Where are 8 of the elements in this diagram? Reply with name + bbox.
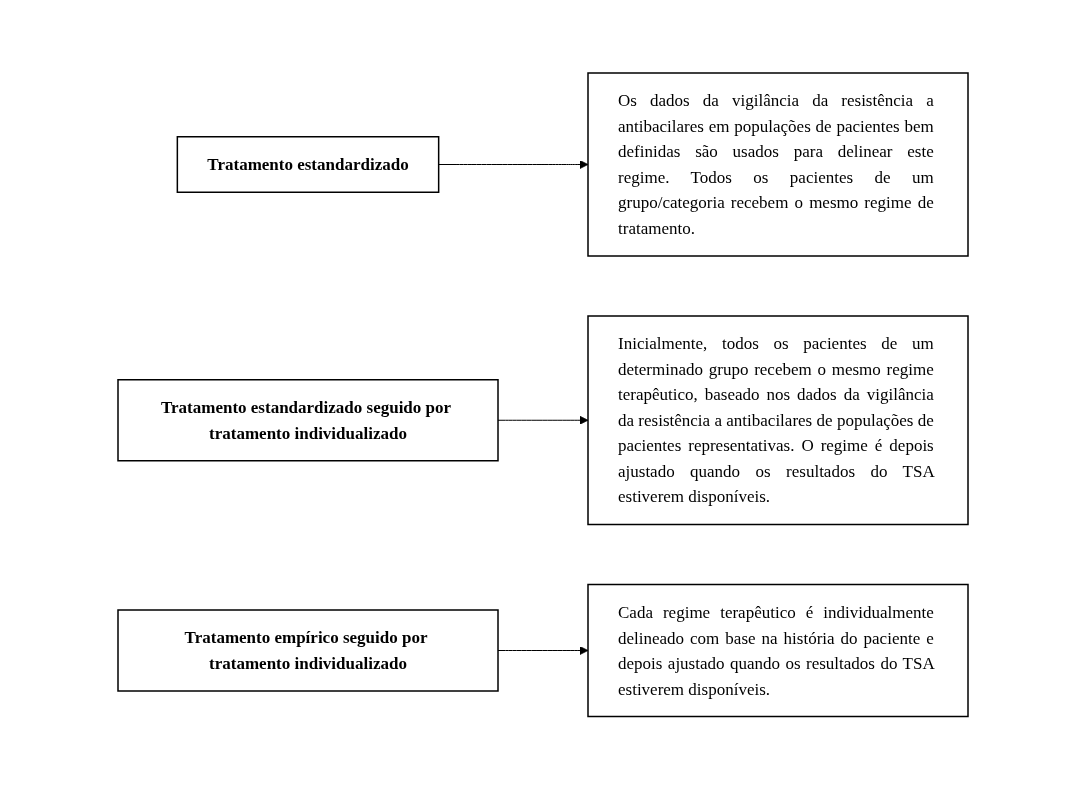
node-box: Tratamento empírico seguido por tratamento individualizado [116, 609, 499, 692]
node-box: Cada regime terapêutico é individualmente delineado com base na história do paciente e depois ajustado quando os resultados do TSA estiverem disponíveis. [586, 584, 969, 718]
arrow [497, 646, 588, 656]
node-box: Os dados da vigilância da resistência a antibacilares em populações de pacientes bem definidas são usados para delinear este regime. Todos os pacientes de um grupo/categoria recebem o mesmo regime de tratamento. [586, 72, 969, 257]
node-box: Inicialmente, todos os pacientes de um determinado grupo recebem o mesmo regime terapêutico, baseado nos dados da vigilância da resistência a antibacilares de populações de pacientes representativas. O regime é depois ajustado quando os resultados do TSA estiverem disponíveis. [586, 315, 969, 526]
arrow [497, 416, 588, 425]
node-box: Tratamento estandardizado seguido por tratamento individualizado [116, 379, 499, 462]
node-box: Tratamento estandardizado [176, 136, 439, 194]
